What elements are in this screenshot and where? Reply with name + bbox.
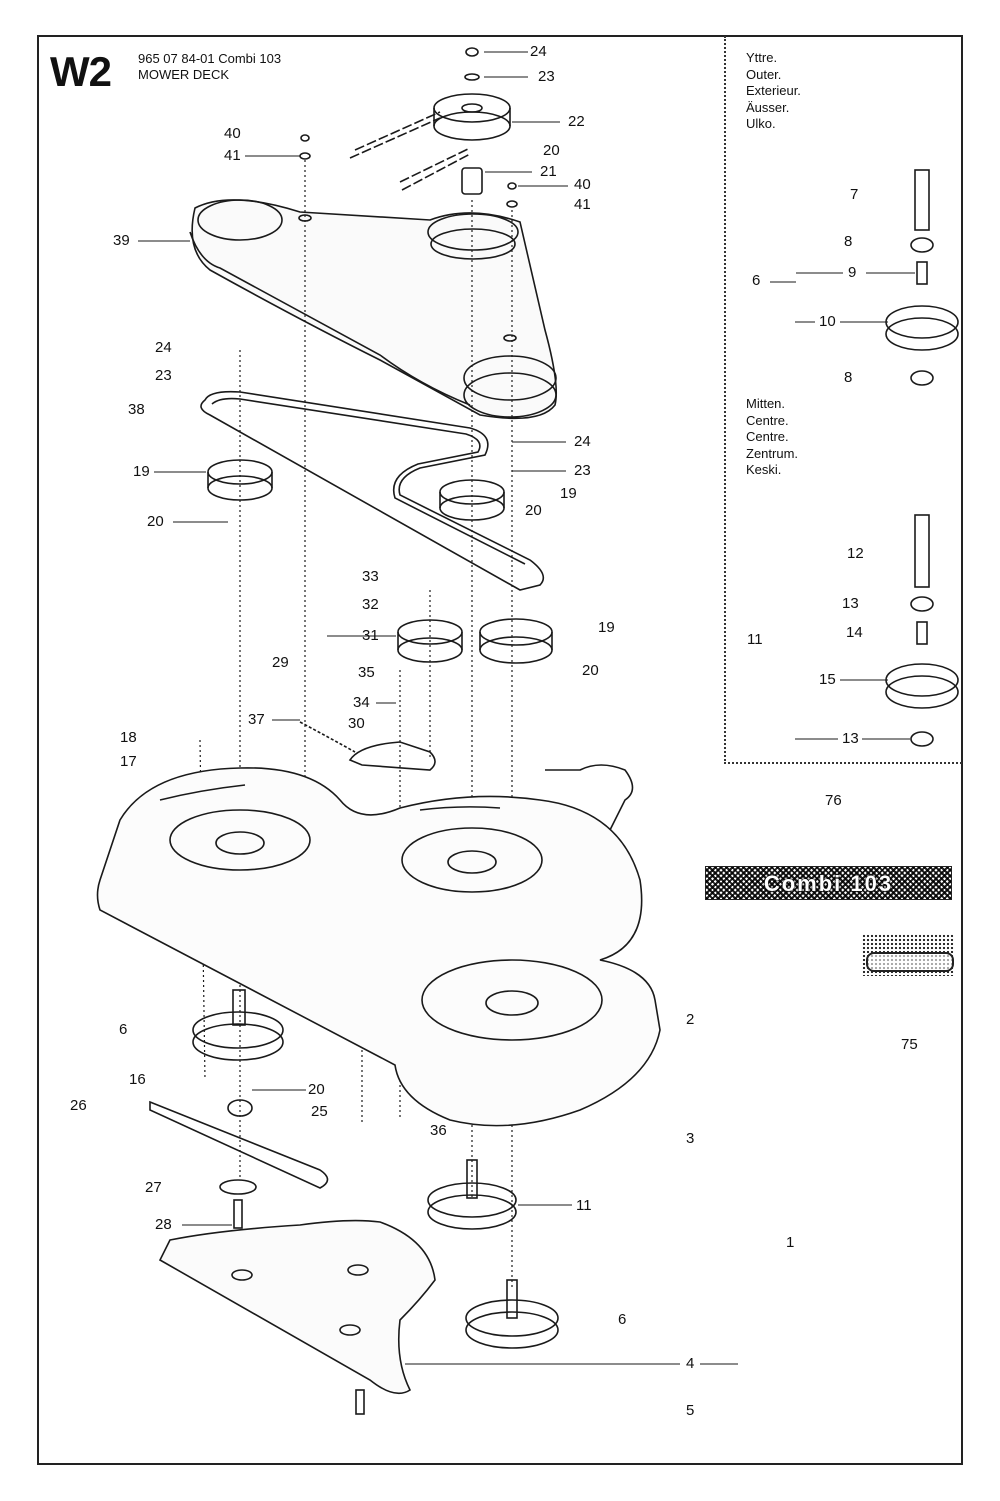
callout-36: 36 <box>430 1122 447 1139</box>
callout-23: 23 <box>538 68 555 85</box>
decal-icon <box>862 934 954 976</box>
callout-17: 17 <box>120 753 137 770</box>
blade-spindle-icon <box>149 989 329 1229</box>
leader-lines <box>138 51 915 1365</box>
deflector-plate-icon <box>158 1219 436 1415</box>
callout-3: 3 <box>686 1130 695 1147</box>
callout-1: 1 <box>786 1234 795 1251</box>
callout-25: 25 <box>311 1103 328 1120</box>
centre-label-fi: Keski. <box>746 462 782 477</box>
callout-30: 30 <box>348 715 365 732</box>
callout-6: 6 <box>119 1021 128 1038</box>
callout-31: 31 <box>362 627 379 644</box>
callout-20: 20 <box>147 513 164 530</box>
callout-41: 41 <box>224 147 241 164</box>
callout-23: 23 <box>574 462 591 479</box>
callout-26: 26 <box>70 1097 87 1114</box>
centre-position-label: Mitten. Centre. Centre. Zentrum. Keski. <box>746 396 798 479</box>
callout-41: 41 <box>574 196 591 213</box>
callout-16: 16 <box>129 1071 146 1088</box>
outer-label-fi: Ulko. <box>746 116 776 131</box>
spindle-shaft-icon <box>885 169 959 747</box>
bearing-icon <box>427 1159 559 1349</box>
callout-10: 10 <box>819 313 836 330</box>
v-belt-icon <box>200 390 545 591</box>
outer-label-fr: Exterieur. <box>746 83 801 98</box>
callout-39: 39 <box>113 232 130 249</box>
callout-33: 33 <box>362 568 379 585</box>
callout-28: 28 <box>155 1216 172 1233</box>
callout-14: 14 <box>846 624 863 641</box>
drawing-frame <box>37 35 963 1465</box>
pulley-icon <box>207 459 553 664</box>
callout-8: 8 <box>844 369 853 386</box>
callout-20: 20 <box>543 142 560 159</box>
belt-guard-cover-icon <box>189 199 558 420</box>
callout-75: 75 <box>901 1036 918 1053</box>
outer-label-sv: Yttre. <box>746 50 778 65</box>
callout-13: 13 <box>842 730 859 747</box>
callout-32: 32 <box>362 596 379 613</box>
callout-24: 24 <box>530 43 547 60</box>
callout-19: 19 <box>598 619 615 636</box>
callout-6: 6 <box>618 1311 627 1328</box>
callout-6: 6 <box>752 272 761 289</box>
cutting-blade-icon <box>149 1100 329 1189</box>
idler-arm-icon <box>299 721 436 771</box>
callout-8: 8 <box>844 233 853 250</box>
centre-label-de: Zentrum. <box>746 445 799 461</box>
callout-9: 9 <box>848 264 857 281</box>
outer-position-label: Yttre. Outer. Exterieur. Äusser. Ulko. <box>746 50 801 133</box>
callout-11: 11 <box>747 631 763 648</box>
callout-22: 22 <box>568 113 585 130</box>
centre-label-sv: Mitten. <box>746 396 786 411</box>
callout-21: 21 <box>540 163 557 180</box>
centre-label-en: Centre. <box>746 412 789 428</box>
spindle-detail-inset <box>724 36 962 764</box>
drive-pulley-icon <box>299 47 518 208</box>
callout-38: 38 <box>128 401 145 418</box>
callout-13: 13 <box>842 595 859 612</box>
callout-40: 40 <box>574 176 591 193</box>
callout-20: 20 <box>525 502 542 519</box>
callout-15: 15 <box>819 671 836 688</box>
callout-37: 37 <box>248 711 265 728</box>
callout-34: 34 <box>353 694 370 711</box>
callout-29: 29 <box>272 654 289 671</box>
callout-19: 19 <box>133 463 150 480</box>
outer-label-de: Äusser. <box>746 99 790 115</box>
callout-11: 11 <box>576 1197 592 1214</box>
callout-2: 2 <box>686 1011 695 1028</box>
callout-20: 20 <box>582 662 599 679</box>
callout-18: 18 <box>120 729 137 746</box>
model-badge-icon: Combi 103 <box>705 866 952 900</box>
callout-19: 19 <box>560 485 577 502</box>
callout-27: 27 <box>145 1179 162 1196</box>
callout-5: 5 <box>686 1402 695 1419</box>
callout-23: 23 <box>155 367 172 384</box>
callout-40: 40 <box>224 125 241 142</box>
callout-4: 4 <box>686 1355 695 1372</box>
section-name: MOWER DECK <box>138 67 229 82</box>
centre-label-fr: Centre. <box>746 429 789 444</box>
callout-20: 20 <box>308 1081 325 1098</box>
callout-24: 24 <box>155 339 172 356</box>
callout-35: 35 <box>358 664 375 681</box>
outer-label-en: Outer. <box>746 66 782 82</box>
part-number-line: 965 07 84-01 Combi 103 <box>138 51 282 66</box>
model-badge-text: Combi 103 <box>763 871 894 896</box>
callout-76: 76 <box>825 792 842 809</box>
mower-deck-housing-icon <box>96 764 661 1127</box>
sheet-id: W2 <box>50 48 112 95</box>
callout-12: 12 <box>847 545 864 562</box>
callout-24: 24 <box>574 433 591 450</box>
callout-7: 7 <box>850 186 859 203</box>
